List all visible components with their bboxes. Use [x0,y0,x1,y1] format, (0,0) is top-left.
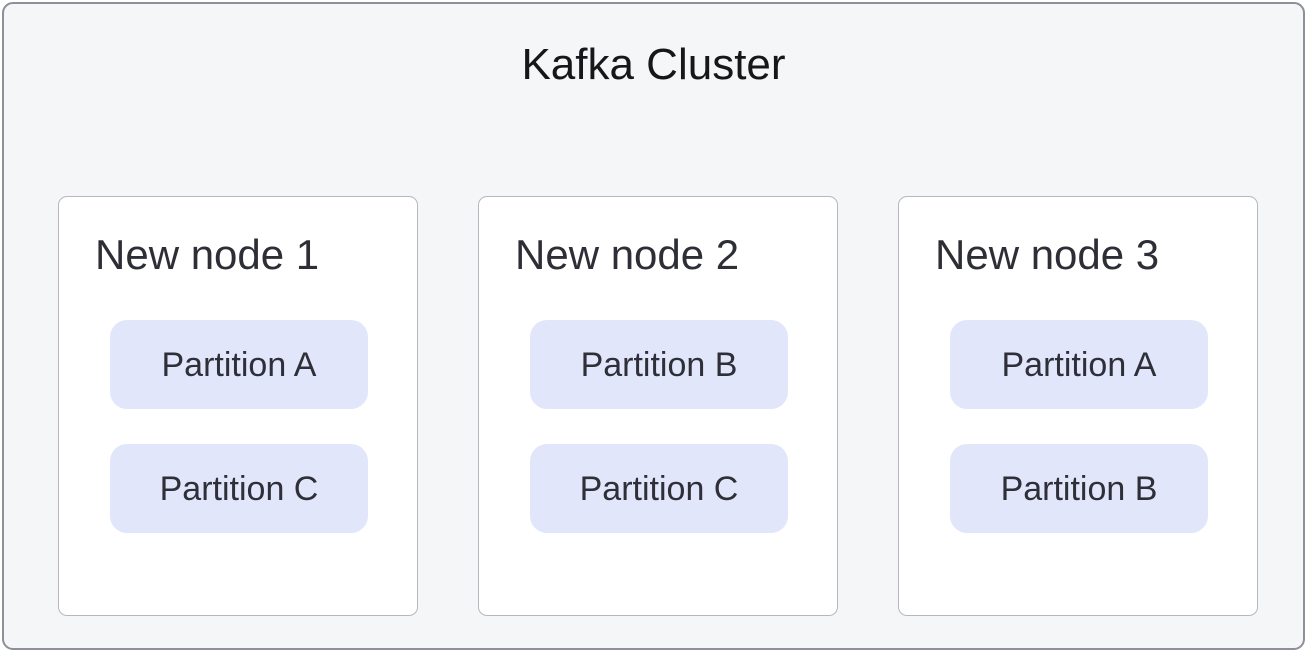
partition-pill[interactable]: Partition A [950,320,1208,409]
nodes-row: New node 1 Partition A Partition C New n… [58,196,1258,616]
node-card-2[interactable]: New node 2 Partition B Partition C [478,196,838,616]
node-card-1[interactable]: New node 1 Partition A Partition C [58,196,418,616]
partition-pill[interactable]: Partition B [950,444,1208,533]
node-title: New node 3 [935,231,1160,278]
partition-list: Partition A Partition C [110,320,368,533]
partition-pill[interactable]: Partition C [530,444,788,533]
partition-pill[interactable]: Partition C [110,444,368,533]
node-card-3[interactable]: New node 3 Partition A Partition B [898,196,1258,616]
node-title: New node 2 [515,231,740,278]
partition-list: Partition A Partition B [950,320,1208,533]
cluster-title: Kafka Cluster [521,40,786,89]
partition-pill[interactable]: Partition A [110,320,368,409]
partition-pill[interactable]: Partition B [530,320,788,409]
node-title: New node 1 [95,231,320,278]
partition-list: Partition B Partition C [530,320,788,533]
